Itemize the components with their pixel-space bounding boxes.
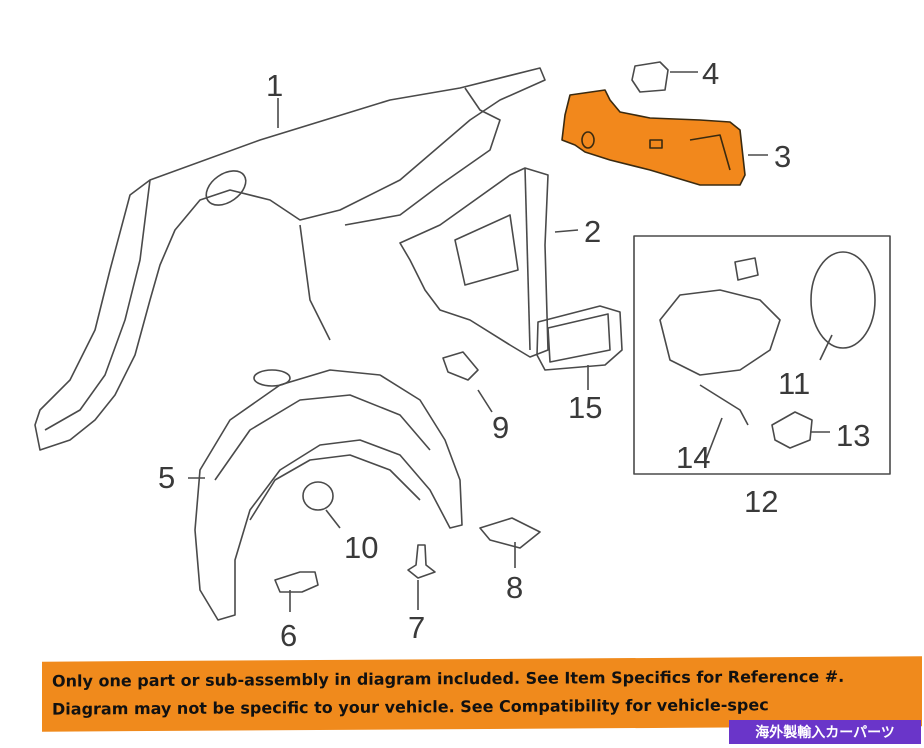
grille-part-15 xyxy=(536,305,623,371)
callout-12: 12 xyxy=(744,484,779,519)
notice-line-2: Diagram may not be specific to your vehi… xyxy=(52,695,769,719)
leader-lines xyxy=(188,71,833,612)
bolt-part-6 xyxy=(274,571,319,593)
callout-1: 1 xyxy=(266,68,284,103)
callout-7: 7 xyxy=(408,610,426,645)
callout-10: 10 xyxy=(344,530,379,565)
callout-15: 15 xyxy=(568,390,603,425)
quarter-panel xyxy=(34,67,546,451)
plug-part-10 xyxy=(302,481,334,511)
fuel-door-group-box xyxy=(633,235,891,475)
clip-part-4 xyxy=(631,61,669,93)
callout-14: 14 xyxy=(676,440,711,475)
notice-line-1: Only one part or sub-assembly in diagram… xyxy=(52,666,845,691)
inner-panel xyxy=(399,167,549,358)
fuel-door-part-11 xyxy=(810,251,876,349)
tether-part-14 xyxy=(699,384,749,426)
callout-11: 11 xyxy=(778,366,811,401)
wheelhouse-liner xyxy=(194,369,463,621)
callout-6: 6 xyxy=(280,618,298,653)
bracket-part-9 xyxy=(442,351,479,381)
parts-diagram xyxy=(34,61,891,621)
actuator-part-13 xyxy=(771,411,813,449)
highlighted-part-3 xyxy=(561,89,746,186)
callout-9: 9 xyxy=(492,410,510,445)
callout-13: 13 xyxy=(836,418,871,453)
callout-2: 2 xyxy=(584,214,602,249)
nut-part-8 xyxy=(479,517,541,549)
seller-badge: 海外製輸入カーパーツ xyxy=(729,720,921,744)
callout-3: 3 xyxy=(774,139,792,174)
fastener-part-7 xyxy=(407,544,436,579)
callout-4: 4 xyxy=(702,56,720,91)
callout-8: 8 xyxy=(506,570,524,605)
callout-5: 5 xyxy=(158,460,176,495)
fuel-housing xyxy=(659,257,781,376)
